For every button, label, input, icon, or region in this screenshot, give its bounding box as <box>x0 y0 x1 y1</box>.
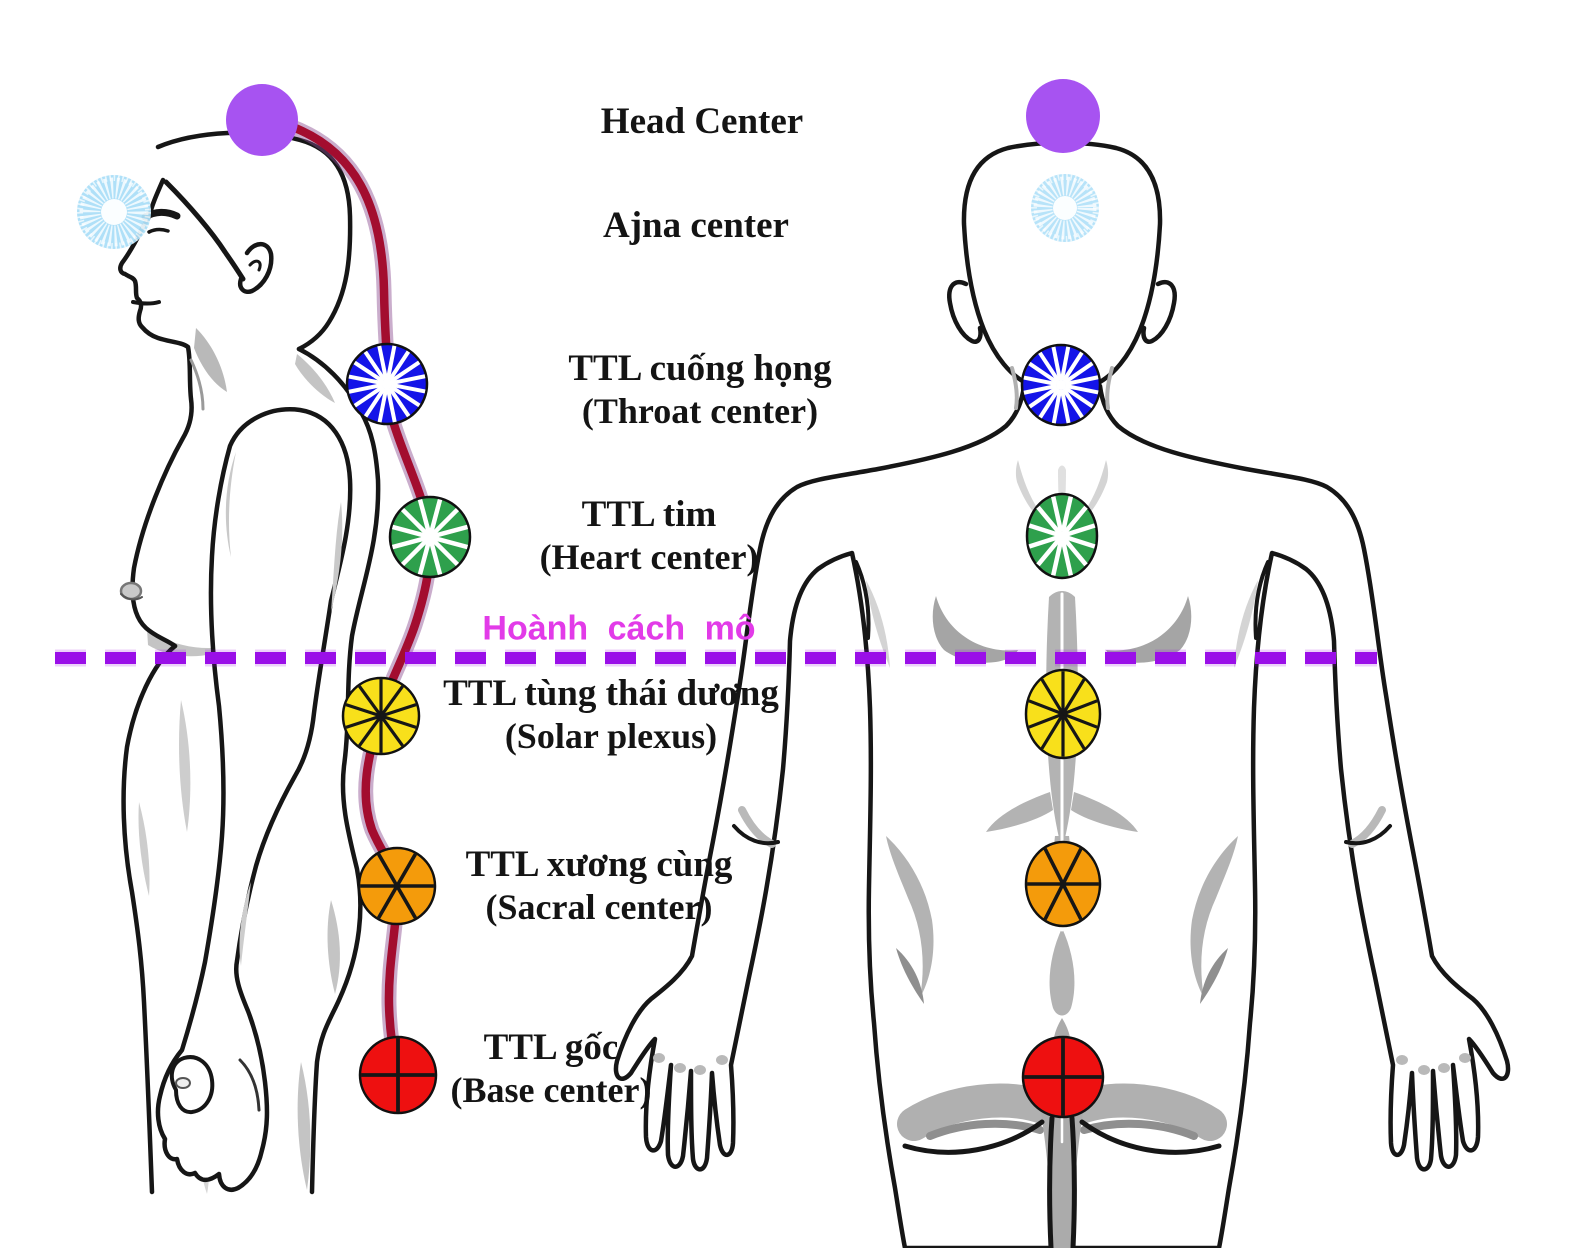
label-sacral-center: TTL xương cùng (Sacral center) <box>465 844 733 927</box>
left-ear-icon <box>947 279 983 344</box>
ear-icon <box>238 241 274 294</box>
label-ajna-center: Ajna center <box>603 205 789 246</box>
heart-chakra-left <box>388 495 472 579</box>
label-throat-center: TTL cuống họng (Throat center) <box>568 348 832 431</box>
throat-chakra-left <box>345 342 429 426</box>
head-chakra-right <box>1026 79 1100 153</box>
right-ear-icon <box>1141 279 1177 344</box>
label-head-center: Head Center <box>600 101 804 142</box>
ajna-chakra-left <box>77 175 151 249</box>
throat-chakra-right <box>1020 343 1102 427</box>
ajna-chakra-right <box>1031 174 1099 242</box>
base-chakra-right <box>1021 1035 1105 1119</box>
label-heart-center: TTL tim (Heart center) <box>539 494 759 577</box>
label-base-center: TTL gốc (Base center) <box>450 1027 652 1110</box>
side-figure-outline <box>118 130 381 1195</box>
sacral-chakra-left <box>357 846 437 926</box>
eye <box>147 227 170 234</box>
sacral-chakra-right <box>1024 840 1102 928</box>
base-chakra-left <box>358 1035 438 1115</box>
chakras <box>77 79 1105 1119</box>
mouth <box>131 300 161 306</box>
thumb <box>169 1055 215 1115</box>
hairline <box>163 179 246 282</box>
solar-chakra-right <box>1024 668 1102 760</box>
side-view-figure <box>118 130 381 1195</box>
spine-energy-line <box>282 118 437 1078</box>
back-creases <box>732 560 1392 1248</box>
label-solar-plexus: TTL tùng thái dương (Solar plexus) <box>443 673 779 756</box>
heart-chakra-right <box>1025 492 1099 580</box>
solar-chakra-left <box>341 676 421 756</box>
label-diaphragm: Hoành cách mô <box>482 609 756 648</box>
thumbnail <box>175 1077 191 1089</box>
head-chakra-left <box>226 84 298 156</box>
side-figure-arm <box>155 407 353 1192</box>
